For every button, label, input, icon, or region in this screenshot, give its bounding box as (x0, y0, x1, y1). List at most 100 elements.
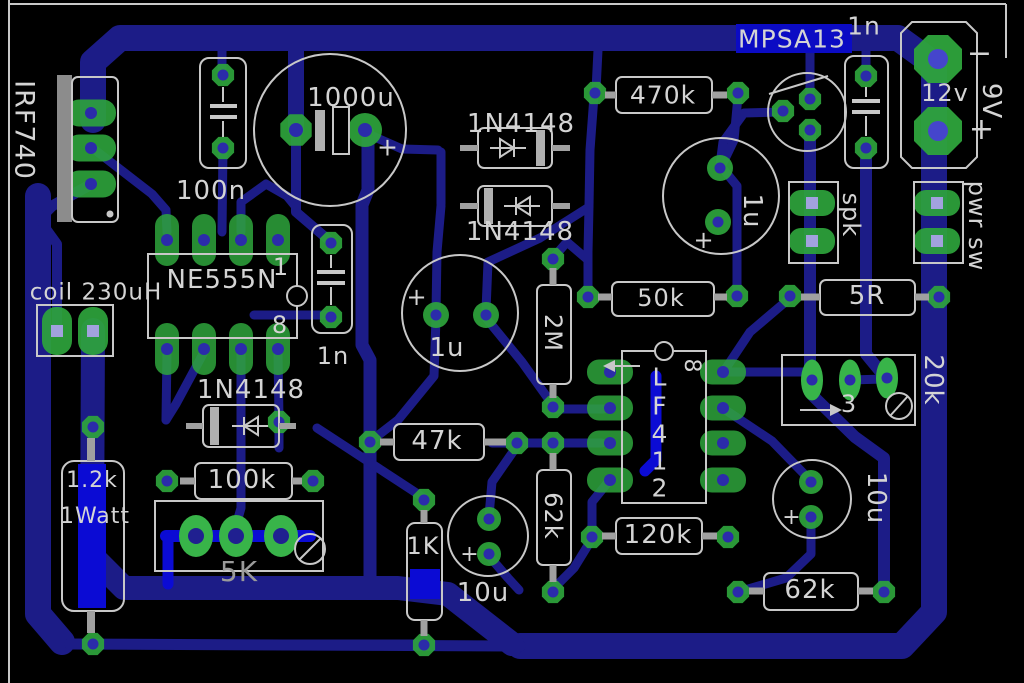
label-pot-20k: 20k (918, 354, 948, 406)
trace-under-1k (410, 569, 440, 599)
trace[interactable] (583, 91, 599, 299)
res-120k-footprint[interactable] (602, 517, 717, 555)
trace[interactable] (367, 313, 441, 445)
pot-5k-footprint[interactable] (154, 500, 326, 572)
label-res-100k: 100k (207, 465, 277, 495)
label-res-1p2k: 1.2k (66, 468, 118, 493)
cap-100n-footprint[interactable] (199, 57, 247, 169)
label-res-120k: 120k (623, 520, 693, 550)
label-cap-1000u-plus: + (377, 132, 399, 162)
res-100k-footprint[interactable] (180, 462, 302, 500)
trace[interactable] (721, 293, 795, 373)
trace[interactable] (34, 209, 62, 335)
diode2-footprint[interactable] (460, 185, 570, 227)
silkscreen (8, 0, 1007, 683)
label-coil-230uh: coil 230uH (29, 279, 163, 306)
label-res-1p2k-watt: 1Watt (59, 504, 131, 529)
irf740-footprint[interactable] (57, 75, 119, 223)
trace[interactable] (807, 390, 890, 595)
diode3-footprint[interactable] (186, 404, 296, 448)
label-ne555n-pin1: 1 (272, 253, 290, 281)
label-cap-100n: 100n (175, 176, 247, 206)
trace-right-rail[interactable] (507, 225, 947, 659)
label-conn-9v: 9V (976, 82, 1006, 120)
label-res-2m: 2M (539, 314, 567, 352)
label-irf740: IRF740 (8, 80, 40, 180)
trace-under-1.2k (78, 464, 106, 608)
label-batt-minus: − (966, 36, 994, 71)
cap-1000u-footprint[interactable] (253, 53, 407, 207)
copper-traces (25, 25, 947, 659)
label-diode3-1n4148: 1N4148 (196, 375, 306, 405)
label-conn-pwr-sw: pwr sw (963, 180, 991, 272)
label-cap-1n-mid: 1n (316, 342, 350, 370)
cap-1u-b-outline[interactable] (662, 137, 780, 255)
trace-under-mpsa13-label (736, 24, 852, 53)
label-diode1-1n4148: 1N4148 (466, 109, 576, 139)
label-ne555n: NE555N (166, 265, 278, 295)
label-batt-plus: + (968, 112, 996, 147)
label-cap-1u-b-plus: + (693, 226, 715, 254)
trace[interactable] (217, 141, 228, 237)
trace[interactable] (312, 423, 429, 503)
label-cap-1u-a: 1u (429, 333, 465, 363)
res-62k-b-footprint[interactable] (749, 572, 873, 611)
label-cap-10u-a-plus: + (460, 542, 480, 567)
trace[interactable] (481, 202, 594, 315)
label-cap-10u-a: 10u (456, 578, 510, 608)
trace[interactable] (740, 514, 816, 595)
label-lf412-1: 1 (651, 446, 669, 476)
label-lf412-2: 2 (651, 473, 669, 503)
label-cap-10u-b: 10u (861, 471, 891, 525)
label-res-5r: 5R (848, 281, 886, 311)
trace-top-rail[interactable] (80, 25, 947, 253)
trace[interactable] (236, 179, 301, 237)
res-2m-footprint[interactable] (536, 268, 572, 398)
trace[interactable] (431, 201, 446, 317)
res-62k-a-footprint[interactable] (536, 453, 572, 582)
label-cap-1000u: 1000u (307, 83, 395, 113)
cap-1u-a-outline[interactable] (401, 254, 519, 372)
trace[interactable] (291, 123, 336, 247)
conn-pwr-sw-outline[interactable] (913, 181, 964, 264)
label-res-47k: 47k (411, 426, 463, 456)
label-pot-20k-pin3: 3 (840, 390, 858, 418)
res-47k-footprint[interactable] (380, 423, 506, 461)
cap-10u-a-outline[interactable] (447, 495, 529, 577)
label-res-470k: 470k (629, 80, 697, 110)
trace-under-lf412 (639, 370, 662, 477)
label-res-50k: 50k (637, 284, 685, 312)
conn-spk-outline[interactable] (788, 181, 839, 264)
label-conn-spk: spk (837, 192, 865, 238)
trace[interactable] (548, 537, 595, 594)
res-470k-footprint[interactable] (605, 76, 727, 114)
trace[interactable] (484, 441, 522, 521)
res-50k-footprint[interactable] (598, 281, 727, 317)
label-res-62k-b: 62k (784, 575, 836, 605)
label-res-62k-a: 62k (539, 492, 567, 540)
cap-1n-mid-footprint[interactable] (311, 224, 353, 334)
cap-10u-b-outline[interactable] (772, 459, 852, 539)
cap-1n-top-footprint[interactable] (844, 55, 889, 169)
label-lf412-4: 4 (651, 419, 669, 449)
pot-20k-footprint[interactable] (781, 354, 916, 426)
ne555n-footprint[interactable] (147, 253, 308, 339)
label-diode2-1n4148: 1N4148 (465, 217, 575, 247)
label-res-1k: 1K (406, 532, 440, 560)
conn-12v-outline[interactable] (900, 21, 978, 169)
conn-coil-outline[interactable] (36, 304, 114, 357)
label-cap-10u-b-plus: + (782, 505, 802, 530)
trace[interactable] (481, 313, 557, 409)
label-cap-1u-a-plus: + (406, 283, 428, 311)
diode1-footprint[interactable] (460, 127, 570, 169)
lf412-footprint[interactable] (603, 341, 707, 504)
trace[interactable] (719, 404, 814, 484)
res-1p2k-footprint[interactable] (61, 438, 125, 633)
label-lf412-pin8: 8 (679, 358, 704, 374)
res-5r-footprint[interactable] (801, 279, 929, 316)
res-1k-footprint[interactable] (406, 510, 443, 636)
trace[interactable] (355, 126, 377, 593)
